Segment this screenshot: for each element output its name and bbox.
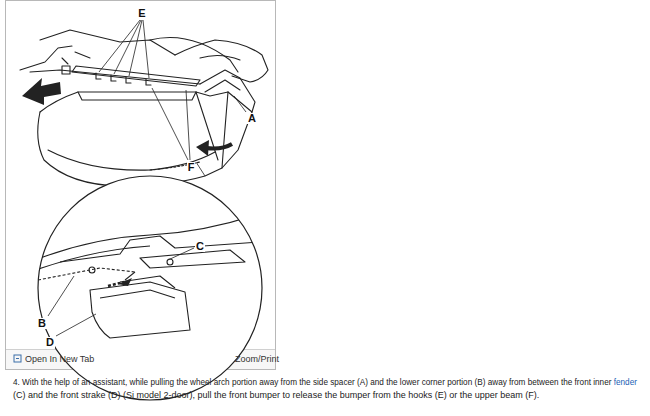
callout-letter: C — [195, 241, 205, 252]
toolbar-link: Open In New Tab — [25, 355, 94, 364]
callout-letter: D — [45, 337, 55, 348]
instruction-line: (C) and the front strake (D) (Si model 2… — [13, 390, 539, 401]
link-text: fender — [614, 378, 637, 387]
instruction-text: 4. With the help of an assistant, while … — [13, 378, 611, 387]
callout-letter: A — [247, 113, 257, 124]
callout-letter: E — [137, 8, 146, 19]
instruction-line: 4. With the help of an assistant, while … — [13, 378, 637, 388]
toolbar-link: Zoom/Print — [235, 355, 279, 364]
callout-letter: B — [37, 318, 47, 329]
callout-letter: F — [187, 162, 196, 173]
instruction-text: (C) and the front strake (D) (Si model 2… — [13, 390, 539, 400]
